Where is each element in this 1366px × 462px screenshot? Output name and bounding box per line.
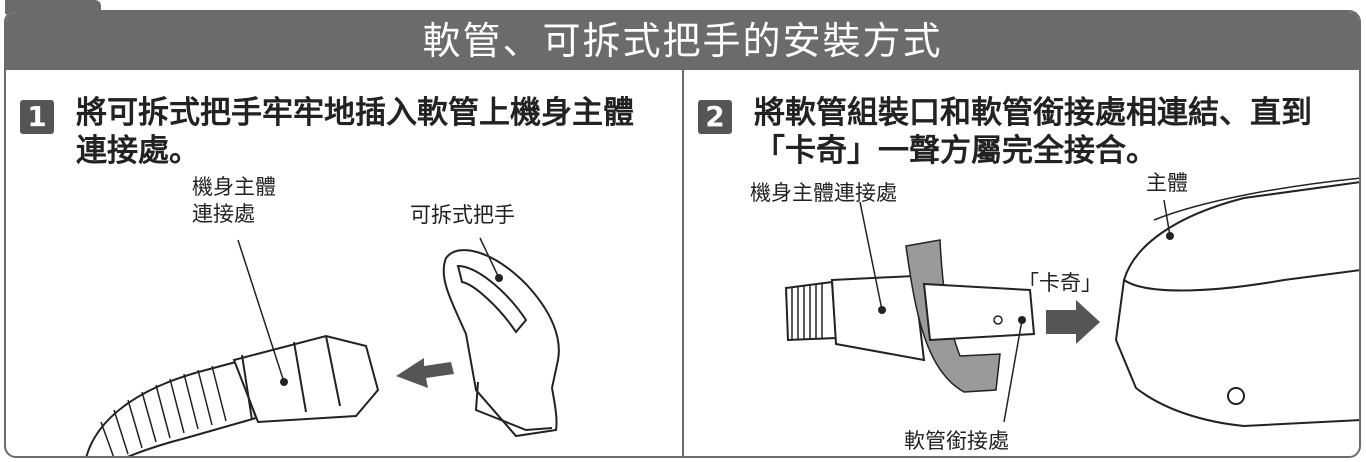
hose-clip-icon <box>905 239 1001 393</box>
hose-ribs <box>100 365 227 456</box>
hose-ribs <box>791 283 823 340</box>
connect-arrow-icon <box>1046 300 1100 344</box>
section-divider <box>682 70 684 456</box>
step-1-badge: 1 <box>20 100 54 134</box>
label-detachable-handle: 可拆式把手 <box>410 203 515 227</box>
hose-icon <box>85 360 258 456</box>
label-body-connector: 機身主體連接處 <box>750 181 897 205</box>
vacuum-body-icon <box>1114 181 1359 428</box>
label-main-body: 主體 <box>1146 171 1188 195</box>
step-1-section: 1 將可拆式把手牢牢地插入軟管上機身主體連接處。 <box>6 70 682 456</box>
label-body-connector-line2: 連接處 <box>192 202 255 226</box>
connector-body-icon <box>830 274 926 362</box>
step-1-instruction: 將可拆式把手牢牢地插入軟管上機身主體連接處。 <box>76 95 634 169</box>
step-1-illustration <box>85 237 560 456</box>
label-click-sound: 「卡奇」 <box>1018 271 1102 295</box>
step-2-instruction: 將軟管組裝口和軟管銜接處相連結、直到「卡奇」一聲方屬完全接合。 <box>754 95 1312 169</box>
detachable-handle-icon <box>442 249 560 438</box>
label-body-connector-line1: 機身主體 <box>192 175 276 199</box>
insert-arrow-icon <box>396 358 454 388</box>
page-title: 軟管、可拆式把手的安裝方式 <box>6 12 1359 70</box>
step-2-illustration <box>784 177 1359 428</box>
step-2-badge: 2 <box>698 100 732 134</box>
instruction-panel: 軟管、可拆式把手的安裝方式 1 將可拆式把手牢牢地插入軟管上機身主體連接處。 <box>4 10 1361 458</box>
hose-icon <box>784 280 838 342</box>
step-2-section: 2 將軟管組裝口和軟管銜接處相連結、直到「卡奇」一聲方屬完全接合。 <box>684 70 1359 456</box>
label-hose-joint: 軟管銜接處 <box>904 429 1009 453</box>
